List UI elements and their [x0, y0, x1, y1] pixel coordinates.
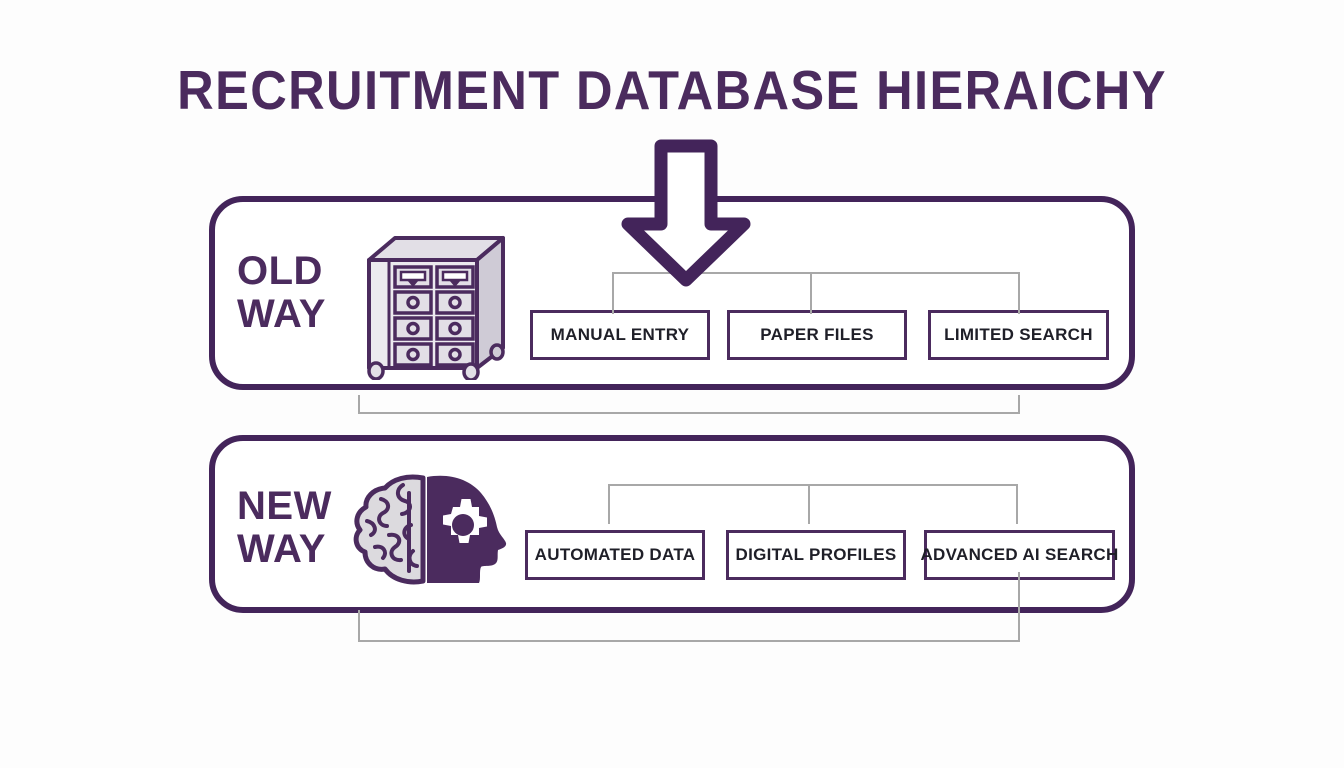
connector-new-horizontal	[608, 484, 1018, 486]
bracket-between-cards-horizontal	[358, 412, 1020, 414]
connector-old-horizontal	[612, 272, 1020, 274]
connector-old-drop-3	[1018, 272, 1020, 314]
connector-old-drop-1	[612, 272, 614, 314]
bracket-between-cards-left	[358, 395, 360, 414]
leaf-box-limited-search[interactable]: LIMITED SEARCH	[928, 310, 1109, 360]
brain-ai-head-icon	[345, 473, 520, 588]
page-title: RECRUITMENT DATABASE HIERAICHY	[177, 59, 1167, 121]
leaf-box-automated-data[interactable]: AUTOMATED DATA	[525, 530, 705, 580]
down-arrow-icon	[620, 138, 752, 288]
connector-new-drop-1	[608, 484, 610, 524]
new-way-label: NEW WAY	[237, 484, 332, 571]
leaf-box-manual-entry[interactable]: MANUAL ENTRY	[530, 310, 710, 360]
connector-new-drop-2	[808, 484, 810, 524]
leaf-box-paper-files[interactable]: PAPER FILES	[727, 310, 907, 360]
connector-new-drop-3	[1016, 484, 1018, 524]
leaf-box-digital-profiles[interactable]: DIGITAL PROFILES	[726, 530, 906, 580]
leaf-box-advanced-ai-search[interactable]: ADVANCED AI SEARCH	[920, 530, 1118, 580]
old-way-label: OLD WAY	[237, 249, 326, 336]
connector-old-drop-2	[810, 272, 812, 314]
filing-cabinet-icon	[351, 220, 511, 382]
bracket-bottom-horizontal	[358, 640, 1020, 642]
bracket-bottom-left	[358, 610, 360, 642]
new-way-card[interactable]: NEW WAY	[209, 435, 1135, 613]
bracket-between-cards-right	[1018, 395, 1020, 414]
bracket-bottom-right	[1018, 572, 1020, 642]
old-way-card[interactable]: OLD WAY	[209, 196, 1135, 390]
